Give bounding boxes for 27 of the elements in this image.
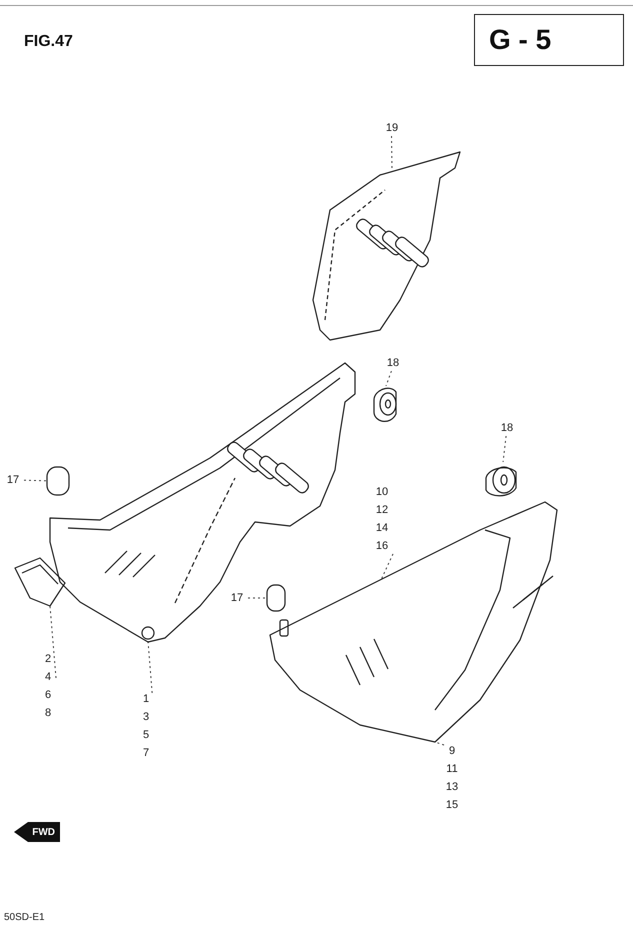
- leader-line: [24, 480, 46, 482]
- callout-number: 8: [44, 707, 52, 719]
- page-code: G - 5: [474, 14, 624, 66]
- callout-number: 15: [446, 799, 458, 811]
- callout-number: 6: [44, 689, 52, 701]
- callout-number: 13: [446, 781, 458, 793]
- forward-direction-badge: FWD: [14, 822, 60, 842]
- leader-line: [502, 436, 507, 462]
- callout-number: 4: [44, 671, 52, 683]
- callout-number: 9: [448, 745, 456, 757]
- callout-number: 16: [376, 540, 388, 552]
- leader-line: [386, 370, 392, 386]
- callout-number: 12: [376, 504, 388, 516]
- callout-number: 2: [44, 653, 52, 665]
- callout-number: 1: [142, 693, 150, 705]
- leader-line: [50, 606, 56, 678]
- callout-number: 3: [142, 711, 150, 723]
- leader-line: [148, 640, 153, 694]
- drawing-code: 50SD-E1: [4, 912, 45, 923]
- callout-number: 10: [376, 486, 388, 498]
- callout-number: 5: [142, 729, 150, 741]
- leader-line: [434, 742, 445, 746]
- figure-title: FIG.47: [24, 33, 73, 51]
- callout-number: 7: [142, 747, 150, 759]
- leader-line: [380, 553, 394, 580]
- callout-number: 14: [376, 522, 388, 534]
- callout-number: 11: [446, 763, 458, 775]
